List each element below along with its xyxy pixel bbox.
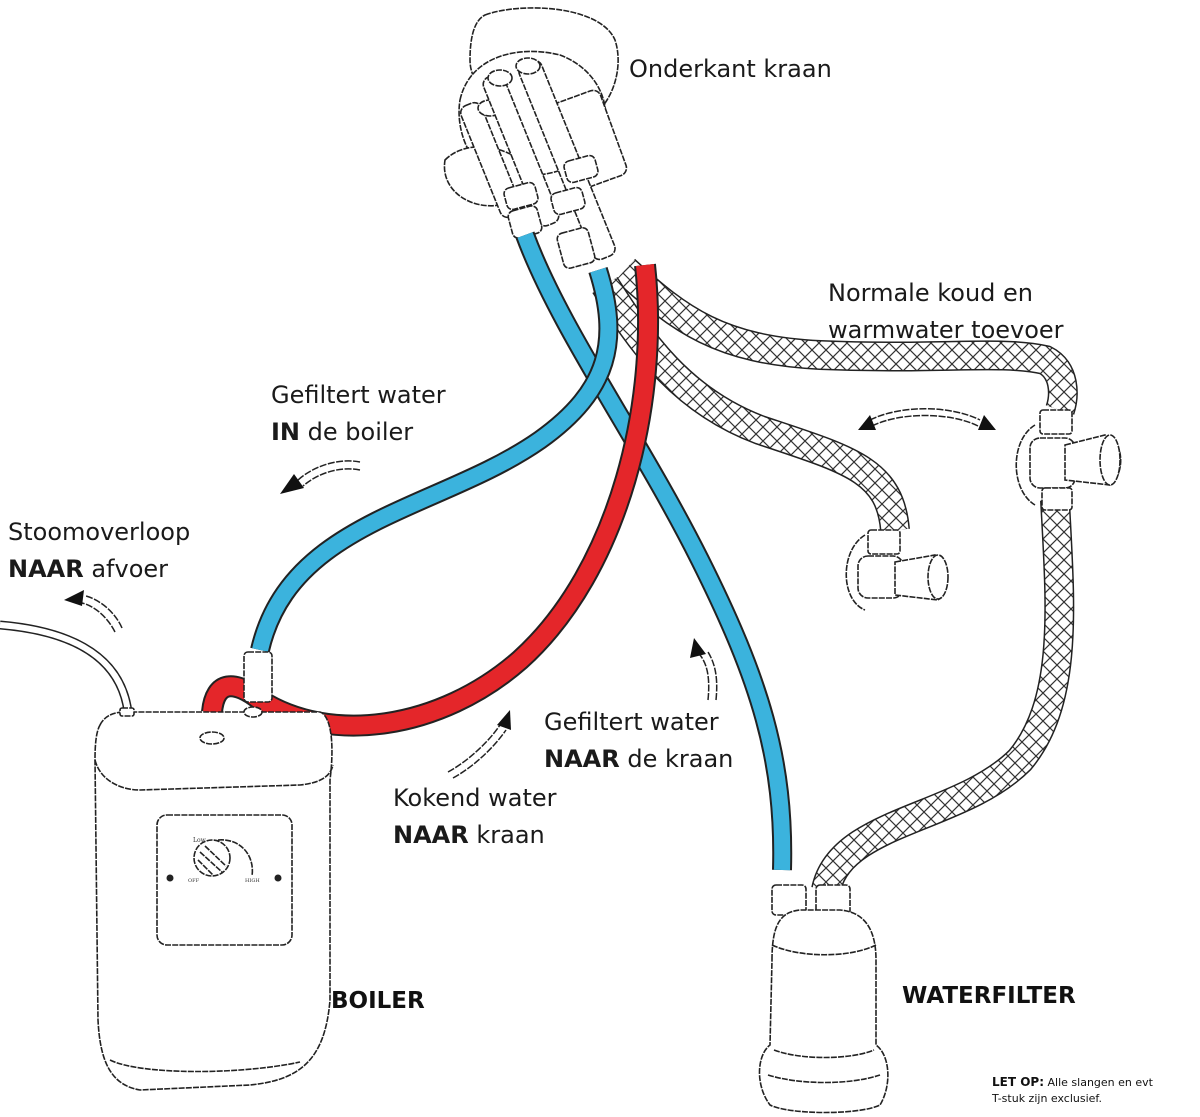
label-boiling-bold: NAAR [393, 821, 469, 849]
label-filtered-in-boiler: Gefiltert water IN de boiler [271, 377, 446, 451]
label-boiling-line1: Kokend water [393, 784, 557, 812]
faucet-underside [443, 7, 628, 269]
faucet-tube-2 [482, 69, 560, 227]
boiler-control-panel [156, 814, 293, 946]
label-faucet-underside: Onderkant kraan [629, 51, 832, 88]
note-line1-rest: Alle slangen en evt [1044, 1076, 1153, 1089]
note-bold: LET OP: [992, 1075, 1045, 1089]
dial-label-low: Low [193, 837, 207, 844]
label-filtered-to-tap-line1: Gefiltert water [544, 708, 719, 736]
label-filtered-to-tap-bold: NAAR [544, 745, 620, 773]
faucet-tube-3 [515, 57, 616, 261]
dial-label-high: HIGH [245, 878, 260, 884]
label-boiling-rest: kraan [468, 821, 545, 849]
label-supply-line2: warmwater toevoer [828, 316, 1064, 344]
label-steam-rest: afvoer [83, 555, 169, 583]
note-line2: T-stuk zijn exclusief. [992, 1092, 1103, 1105]
angle-valve-left [845, 529, 949, 611]
label-boiling-water: Kokend water NAAR kraan [393, 780, 557, 854]
label-supply-line1: Normale koud en [828, 279, 1034, 307]
label-filtered-in-line2: IN de boiler [271, 414, 446, 451]
steam-overflow-hose [0, 620, 133, 713]
label-filtered-in-line1: Gefiltert water [271, 381, 446, 409]
arrow-supply-swap [858, 408, 996, 430]
label-filtered-to-tap-line2: NAAR de kraan [544, 741, 733, 778]
label-steam-bold: NAAR [8, 555, 84, 583]
arrow-filtered-to-tap [690, 638, 718, 701]
angle-valve-right [1015, 409, 1122, 511]
label-waterfilter: WATERFILTER [902, 983, 1076, 1009]
arrow-steam [64, 590, 123, 633]
label-filtered-in-rest: de boiler [300, 418, 414, 446]
label-filtered-to-tap: Gefiltert water NAAR de kraan [544, 704, 733, 778]
label-filtered-to-tap-rest: de kraan [619, 745, 734, 773]
boiler-temperature-dial[interactable] [193, 839, 231, 877]
label-boiler: BOILER [331, 988, 425, 1014]
arrow-filtered-in [280, 460, 361, 494]
braided-hose-right-to-faucet [614, 258, 1078, 415]
label-boiling-line2: NAAR kraan [393, 817, 557, 854]
braided-hose-right-to-filter [811, 499, 1075, 895]
label-filtered-in-bold: IN [271, 418, 301, 446]
blue-hose-faucet-to-boiler [250, 267, 619, 653]
label-steam-overflow: Stoomoverloop NAAR afvoer [8, 514, 190, 588]
note-disclaimer: LET OP: Alle slangen en evt T-stuk zijn … [992, 1074, 1153, 1107]
label-steam-line1: Stoomoverloop [8, 518, 191, 546]
arrow-boiling [447, 710, 511, 779]
dial-label-off: OFF [188, 878, 200, 884]
note-line1: LET OP: Alle slangen en evt [992, 1074, 1153, 1091]
label-steam-line2: NAAR afvoer [8, 551, 190, 588]
label-faucet-text: Onderkant kraan [629, 55, 832, 83]
label-normal-supply: Normale koud en warmwater toevoer [828, 275, 1064, 349]
boiler [94, 651, 334, 1091]
blue-hose-filter-to-faucet [515, 231, 793, 871]
waterfilter [758, 884, 889, 1114]
